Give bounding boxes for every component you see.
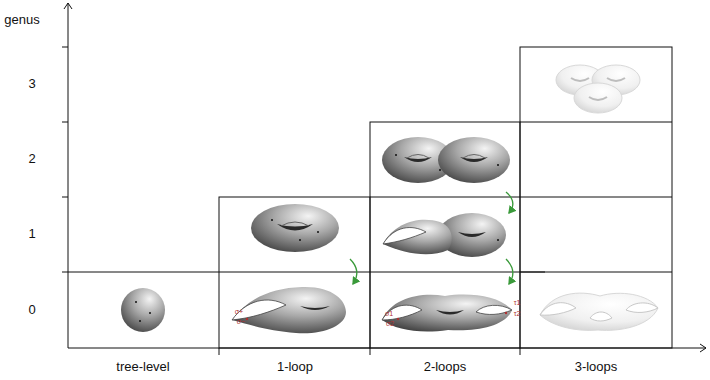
dot	[317, 231, 319, 233]
dot	[135, 301, 137, 303]
degeneration-arrows	[350, 192, 513, 284]
green-arrow	[506, 259, 513, 284]
axis-tick-label: 3	[28, 77, 35, 91]
triple-torus	[574, 83, 622, 113]
torus-hole	[589, 97, 607, 100]
boundary-label: σ−	[237, 318, 245, 326]
torus-hole	[571, 78, 589, 81]
puncture-dots	[395, 154, 499, 171]
axis-arrow	[64, 3, 72, 9]
cut-triple-torus	[540, 293, 658, 330]
cut-opening	[476, 305, 512, 314]
dot	[139, 320, 141, 322]
grid	[68, 47, 672, 348]
torus-hole	[458, 232, 486, 237]
axis-tick-label: 0	[28, 303, 35, 317]
dot	[395, 154, 397, 156]
cut-opening	[382, 305, 422, 320]
torus-hole	[463, 155, 485, 159]
torus-hole	[281, 222, 309, 226]
column-label: tree-level	[116, 360, 169, 374]
axis-arrow	[700, 344, 706, 352]
cut-double-torus	[382, 295, 512, 332]
torus-hole	[407, 155, 429, 159]
tick	[520, 348, 521, 355]
axis-title: genus	[4, 13, 39, 27]
cut-opening	[626, 303, 658, 313]
dot	[299, 239, 301, 241]
dot	[439, 169, 441, 171]
column-label: 2-loops	[424, 360, 467, 374]
torus-hole	[436, 310, 464, 315]
axis-tick-label: 2	[28, 152, 35, 166]
boundary-label: τ1	[514, 299, 521, 307]
grid-cell	[370, 122, 520, 348]
tick	[62, 47, 68, 48]
grid-line	[520, 197, 672, 198]
grid-line	[520, 272, 672, 273]
cut-opening	[232, 300, 286, 320]
tick	[370, 348, 371, 355]
y-axis	[68, 3, 69, 348]
boundary-label: σ2	[386, 320, 394, 328]
cut-torus	[383, 220, 452, 254]
green-arrow	[350, 259, 357, 284]
dot	[149, 312, 151, 314]
marked-point	[505, 312, 507, 314]
boundary-label: τ2	[514, 310, 521, 318]
cut-opening	[383, 228, 426, 244]
torus-hole	[607, 78, 625, 81]
grid-line	[520, 122, 672, 123]
axis-tick-label: 1	[28, 227, 35, 241]
grid-cell	[219, 197, 370, 348]
grid-cell	[520, 47, 672, 348]
boundary-label: σ1	[385, 310, 393, 318]
column-label: 3-loops	[575, 360, 618, 374]
axes	[62, 3, 706, 355]
puncture-dots	[135, 301, 151, 322]
dot	[497, 164, 499, 166]
tick	[219, 348, 220, 355]
marked-point	[246, 318, 248, 320]
tick	[62, 197, 68, 198]
grid-line	[370, 197, 520, 198]
dot	[497, 239, 499, 241]
marked-point	[397, 318, 399, 320]
green-arrow	[506, 192, 513, 213]
cut-opening	[540, 303, 576, 316]
double-torus	[438, 137, 510, 183]
grid-line	[68, 272, 545, 273]
cut-torus	[232, 287, 346, 333]
torus-hole	[300, 306, 330, 310]
cut-opening	[590, 312, 612, 321]
dot	[271, 219, 273, 221]
boundary-label: σ+	[235, 308, 243, 316]
tick	[62, 272, 68, 273]
sphere	[121, 288, 165, 332]
torus	[251, 204, 339, 252]
column-label: 1-loop	[277, 360, 313, 374]
puncture-dots	[271, 219, 319, 241]
tick	[62, 122, 68, 123]
